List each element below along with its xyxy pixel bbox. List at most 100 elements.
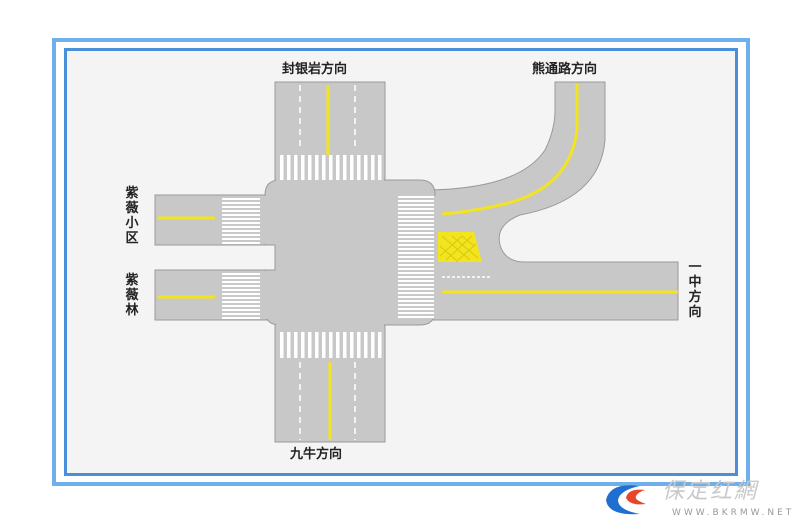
crosswalk-stripe xyxy=(357,155,361,180)
crosswalk-stripe xyxy=(343,155,347,180)
watermark-logo: 保定红網 WWW.BKRMW.NET xyxy=(600,480,800,520)
crosswalk-stripe xyxy=(222,277,260,279)
northeast-curve-road xyxy=(429,81,679,321)
crosswalk-stripe xyxy=(329,155,333,180)
crosswalk-stripe xyxy=(222,206,260,208)
crosswalk-stripe xyxy=(322,332,326,358)
crosswalk-stripe xyxy=(398,248,434,250)
crosswalk-stripe xyxy=(308,332,312,358)
crosswalk-stripe xyxy=(398,240,434,242)
crosswalk-stripe xyxy=(398,312,434,314)
watermark-url: WWW.BKRMW.NET xyxy=(672,508,795,518)
crosswalk-stripe xyxy=(398,216,434,218)
crosswalk-stripe xyxy=(222,309,260,311)
crosswalk-stripe xyxy=(322,155,326,180)
crosswalk-stripe xyxy=(398,292,434,294)
crosswalk-stripe xyxy=(294,155,298,180)
crosswalk-stripe xyxy=(398,272,434,274)
crosswalk-stripe xyxy=(222,317,260,319)
crosswalk-stripe xyxy=(222,230,260,232)
crosswalk-stripe xyxy=(315,332,319,358)
crosswalk-stripe xyxy=(222,238,260,240)
crosswalk-stripe xyxy=(398,212,434,214)
crosswalk-stripe xyxy=(398,256,434,258)
crosswalk-stripe xyxy=(398,268,434,270)
crosswalk-stripe xyxy=(378,155,382,180)
crosswalk-stripe xyxy=(398,300,434,302)
label-west-lower: 紫薇林 xyxy=(125,273,139,318)
crosswalk-stripe xyxy=(398,236,434,238)
crosswalks xyxy=(222,155,434,358)
crosswalk-stripe xyxy=(222,313,260,315)
crosswalk-stripe xyxy=(398,208,434,210)
crosswalk-stripe xyxy=(222,210,260,212)
label-west-upper: 紫薇小区 xyxy=(125,186,139,246)
crosswalk-stripe xyxy=(336,155,340,180)
label-north: 封银岩方向 xyxy=(282,62,348,77)
crosswalk-stripe xyxy=(222,218,260,220)
crosswalk-stripe xyxy=(287,332,291,358)
crosswalk-stripe xyxy=(280,155,284,180)
crosswalk-stripe xyxy=(398,284,434,286)
crosswalk-stripe xyxy=(222,281,260,283)
crosswalk-stripe xyxy=(222,242,260,244)
crosswalk-stripe xyxy=(398,228,434,230)
crosswalk-stripe xyxy=(398,316,434,318)
crosswalk-stripe xyxy=(301,332,305,358)
crosswalk-stripe xyxy=(398,196,434,198)
crosswalk-stripe xyxy=(308,155,312,180)
crosswalk-stripe xyxy=(222,198,260,200)
crosswalk-stripe xyxy=(222,293,260,295)
label-east: 一中方向 xyxy=(688,260,702,320)
crosswalk-stripe xyxy=(378,332,382,358)
crosswalk-stripe xyxy=(398,296,434,298)
crosswalk-stripe xyxy=(398,220,434,222)
crosswalk-stripe xyxy=(222,214,260,216)
crosswalk-stripe xyxy=(364,332,368,358)
crosswalk-stripe xyxy=(357,332,361,358)
crosswalk-stripe xyxy=(398,200,434,202)
lane-lines xyxy=(299,85,490,440)
center-lines xyxy=(158,84,678,440)
crosswalk-stripe xyxy=(398,244,434,246)
crosswalk-stripe xyxy=(398,280,434,282)
crosswalk-stripe xyxy=(398,224,434,226)
crosswalk-stripe xyxy=(222,285,260,287)
crosswalk-stripe xyxy=(398,260,434,262)
crosswalk-stripe xyxy=(398,252,434,254)
crosswalk-stripe xyxy=(301,155,305,180)
crosswalk-stripe xyxy=(222,226,260,228)
crosswalk-stripe xyxy=(398,232,434,234)
crosswalk-stripe xyxy=(398,304,434,306)
crosswalk-stripe xyxy=(398,288,434,290)
label-northeast: 熊通路方向 xyxy=(532,62,598,77)
crosswalk-stripe xyxy=(222,273,260,275)
crosswalk-stripe xyxy=(222,202,260,204)
hatched-zone xyxy=(438,232,482,263)
label-south: 九牛方向 xyxy=(290,447,343,462)
crosswalk-stripe xyxy=(294,332,298,358)
crosswalk-stripe xyxy=(350,332,354,358)
crosswalk-stripe xyxy=(364,155,368,180)
crosswalk-stripe xyxy=(343,332,347,358)
crosswalk-stripe xyxy=(398,276,434,278)
crosswalk-stripe xyxy=(329,332,333,358)
crosswalk-stripe xyxy=(222,222,260,224)
crosswalk-stripe xyxy=(371,155,375,180)
crosswalk-stripe xyxy=(287,155,291,180)
crosswalk-stripe xyxy=(398,204,434,206)
watermark-name: 保定红網 xyxy=(662,479,759,504)
crosswalk-stripe xyxy=(222,301,260,303)
crosswalk-stripe xyxy=(222,234,260,236)
crosswalk-stripe xyxy=(222,289,260,291)
crosswalk-stripe xyxy=(280,332,284,358)
crosswalk-stripe xyxy=(371,332,375,358)
crosswalk-stripe xyxy=(222,297,260,299)
crosswalk-stripe xyxy=(336,332,340,358)
crosswalk-stripe xyxy=(315,155,319,180)
logo-swoosh-icon xyxy=(606,485,646,515)
crosswalk-stripe xyxy=(398,308,434,310)
crosswalk-stripe xyxy=(350,155,354,180)
crosswalk-stripe xyxy=(222,305,260,307)
